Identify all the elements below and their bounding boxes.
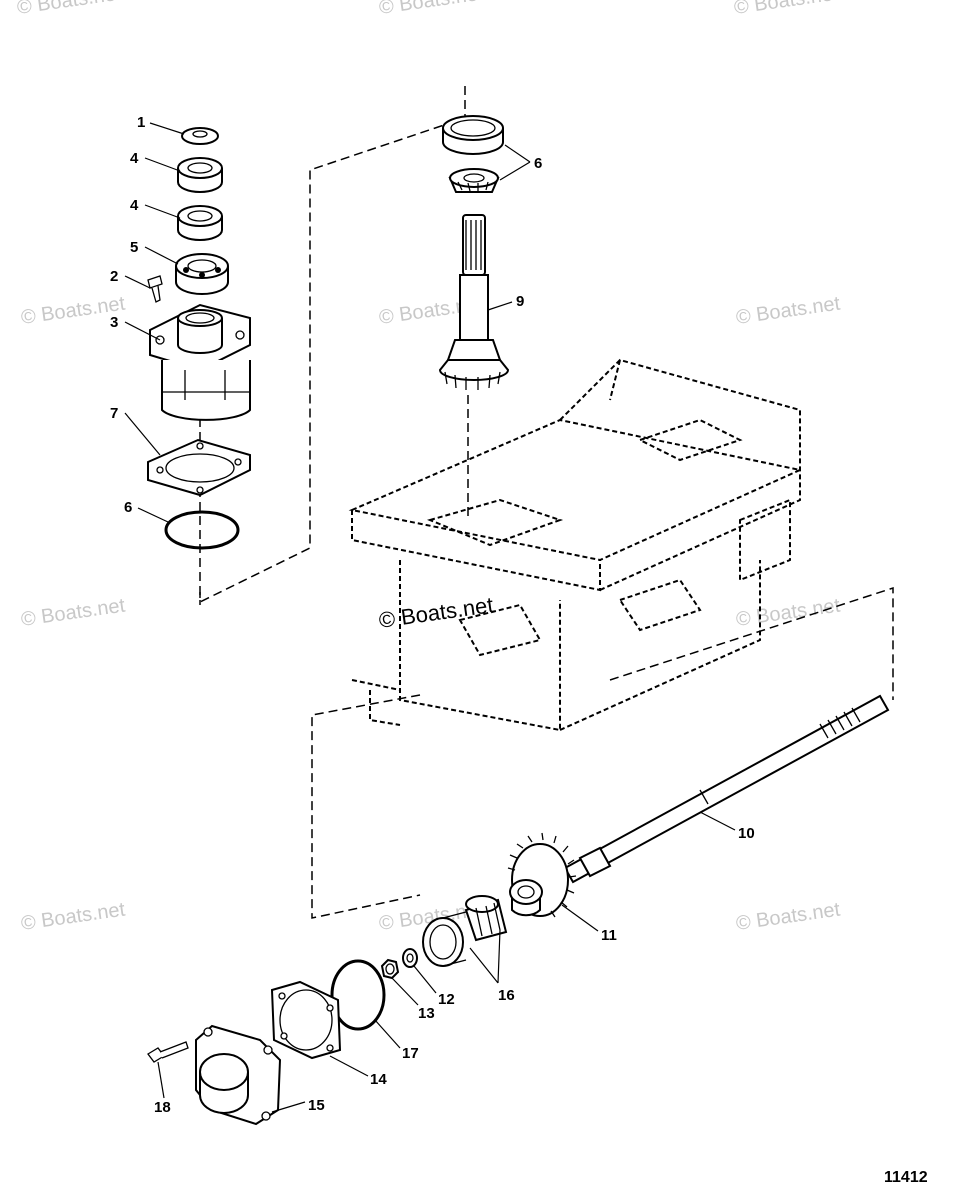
- part-gasket-14: [270, 980, 342, 1060]
- watermark-center: © Boats.net: [377, 592, 495, 633]
- part-gear-11: [507, 832, 577, 918]
- callout-16: 16: [498, 987, 515, 1004]
- watermark: © Boats.net: [20, 899, 127, 935]
- callout-12: 12: [438, 991, 455, 1008]
- part-seal-4b: [177, 205, 223, 241]
- watermark: © Boats.net: [735, 595, 842, 631]
- part-oring-17: [330, 959, 386, 1031]
- callout-10: 10: [738, 825, 755, 842]
- callout-17: 17: [402, 1045, 419, 1062]
- part-bearing-cone-6: [448, 168, 500, 193]
- part-washer-12: [402, 948, 418, 968]
- callout-5: 5: [130, 239, 138, 256]
- part-housing-3: [149, 303, 251, 421]
- part-bearing-cup-6: [442, 115, 504, 155]
- callout-3: 3: [110, 314, 118, 331]
- part-bearing-5: [175, 253, 229, 295]
- watermark: © Boats.net: [735, 293, 842, 329]
- callout-6: 6: [534, 155, 542, 172]
- part-bearing-cup-16: [422, 911, 467, 967]
- watermark: © Boats.net: [378, 0, 485, 19]
- part-cover-15: [195, 1024, 282, 1126]
- callout-4b: 4: [130, 197, 139, 214]
- part-pinion-shaft-9: [438, 214, 510, 390]
- callout-7: 6: [124, 499, 132, 516]
- watermark: © Boats.net: [735, 899, 842, 935]
- callout-18: 18: [154, 1099, 171, 1116]
- part-shaft-10: [563, 694, 890, 884]
- figure-number: 11412: [884, 1169, 928, 1186]
- gearcase-housing: [348, 358, 804, 732]
- callouts: 1 4 4 5 2 3 7 6 6 9 10 11 16 12 13 17 14…: [110, 114, 755, 1116]
- callout-9: 9: [516, 293, 524, 310]
- part-bearing-cone-16: [464, 895, 508, 942]
- assembly-lines: [199, 86, 894, 919]
- callout-15: 15: [308, 1097, 325, 1114]
- watermark: © Boats.net: [16, 0, 123, 19]
- callout-2: 2: [110, 268, 118, 285]
- callout-4a: 4: [130, 150, 139, 167]
- leader-lines: [124, 122, 736, 1113]
- callout-13: 13: [418, 1005, 435, 1022]
- callout-1: 1: [137, 114, 145, 131]
- watermark: © Boats.net: [733, 0, 840, 19]
- part-bolt-18: [147, 1041, 189, 1063]
- part-gasket-8: [147, 438, 251, 497]
- part-oring-7: [164, 510, 240, 550]
- watermark: © Boats.net: [20, 595, 127, 631]
- callout-14: 14: [370, 1071, 387, 1088]
- part-seal-4a: [177, 157, 223, 193]
- part-washer-1: [181, 127, 219, 145]
- part-bolt-2: [147, 275, 163, 303]
- callout-8: 7: [110, 405, 118, 422]
- callout-11: 11: [601, 927, 617, 944]
- part-nut-13: [380, 958, 400, 980]
